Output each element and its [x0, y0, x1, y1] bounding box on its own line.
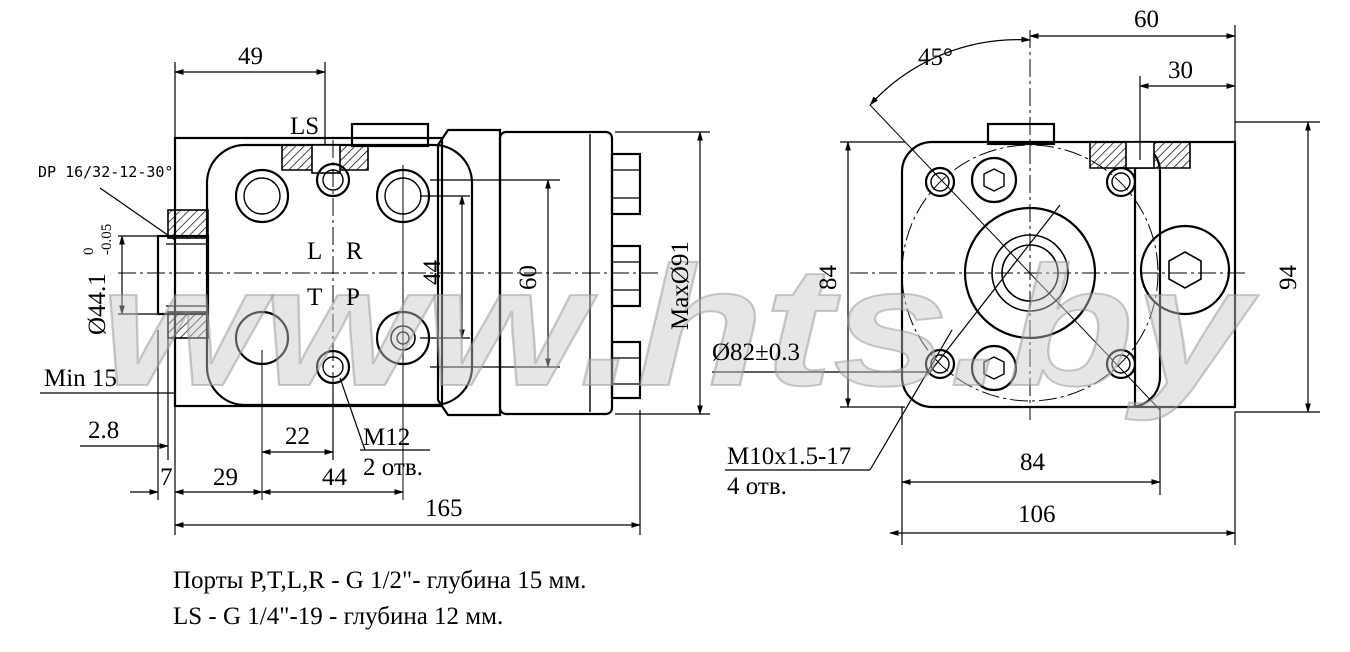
- dim-165: 165: [425, 495, 463, 522]
- mount-hole-4: [1105, 348, 1137, 380]
- tol-upper: 0: [81, 248, 97, 256]
- dim-60: 60: [1134, 6, 1159, 33]
- note-line-2: LS - G 1/4"-19 - глубина 12 мм.: [173, 603, 504, 630]
- mount-hole-2: [1105, 166, 1137, 198]
- dim-2-8: 2.8: [88, 417, 119, 444]
- m10-note-line1: M10x1.5-17: [727, 443, 851, 470]
- transition-housing: [436, 128, 502, 417]
- bolt-top: [610, 152, 642, 216]
- spec-notes: Порты P,T,L,R - G 1/2"- глубина 15 мм. L…: [173, 563, 586, 635]
- mount-hole-1: [924, 166, 956, 198]
- dim-phi: Ø: [84, 317, 111, 335]
- dim-44-v: 44: [419, 260, 446, 286]
- front-view: [118, 122, 660, 500]
- bolt-bottom: [610, 340, 642, 400]
- dim-82: Ø82±0.3: [712, 339, 800, 366]
- m12-note-line2: 2 отв.: [363, 454, 423, 481]
- dim-84-h: 84: [1020, 449, 1046, 476]
- side-plug-bolt: [1139, 224, 1231, 316]
- dim-84-v: 84: [815, 265, 842, 291]
- dim-30: 30: [1168, 57, 1193, 84]
- m12-note-line1: M12: [363, 424, 410, 451]
- dim-60-v: 60: [515, 265, 542, 290]
- port-l-hole: [234, 168, 290, 224]
- dim-angle: 45°: [918, 44, 953, 71]
- side-dimensions: [712, 25, 1320, 545]
- front-dimensions: [40, 62, 710, 535]
- dim-44-1: 44.1: [84, 273, 111, 317]
- tol-lower: -0.05: [99, 224, 115, 255]
- thread-callout: DP 16/32-12-30°: [38, 163, 173, 181]
- dim-106: 106: [1018, 501, 1056, 528]
- m10-note-line2: 4 отв.: [727, 473, 787, 500]
- label-r: R: [346, 238, 363, 265]
- bolt-middle: [610, 244, 642, 308]
- label-ls: LS: [290, 113, 319, 140]
- dim-49: 49: [238, 43, 263, 70]
- dim-22: 22: [285, 423, 310, 450]
- label-p: P: [346, 284, 360, 311]
- hex-bolt-bottom: [970, 344, 1018, 392]
- label-t: T: [307, 284, 322, 311]
- dim-44-h: 44: [322, 464, 348, 491]
- dim-min15: Min 15: [44, 365, 117, 392]
- note-line-1: Порты P,T,L,R - G 1/2"- глубина 15 мм.: [173, 567, 587, 594]
- label-l: L: [307, 238, 322, 265]
- side-top-boss: [986, 122, 1056, 146]
- dim-max91: MaxØ91: [667, 241, 694, 330]
- dim-7: 7: [160, 464, 173, 491]
- dim-94: 94: [1275, 265, 1302, 291]
- ls-boss: [350, 122, 430, 148]
- watermark: www.hts.by: [100, 232, 1259, 422]
- hex-bolt-top: [970, 156, 1018, 204]
- dim-29: 29: [213, 464, 238, 491]
